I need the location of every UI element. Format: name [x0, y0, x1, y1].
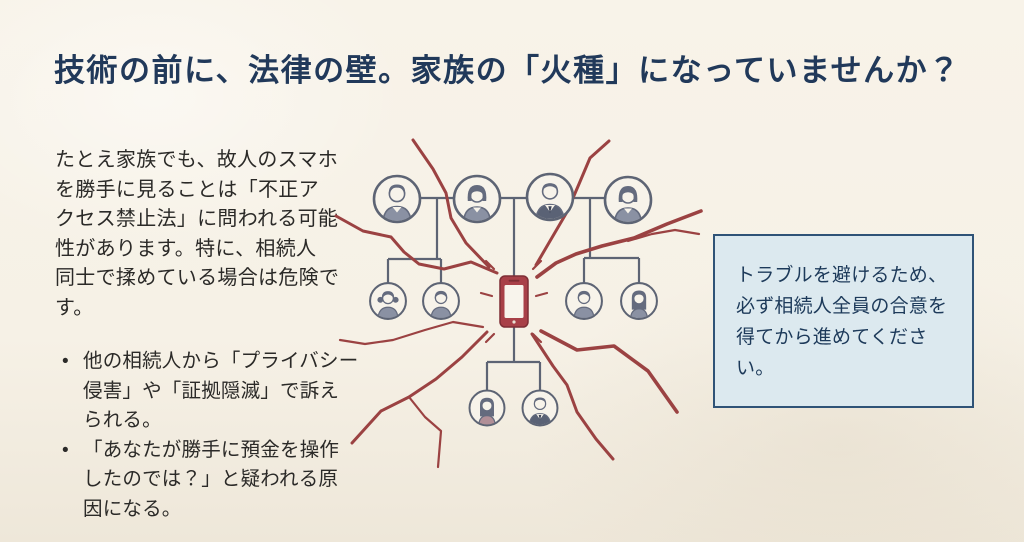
- advice-callout-box: トラブルを避けるため、 必ず相続人全員の合意を 得てから進めてくださ い。: [713, 234, 974, 408]
- bullet-dot-icon: •: [62, 351, 69, 372]
- mother-icon: [603, 175, 653, 225]
- avatars: [369, 172, 658, 427]
- woman-long-hair-icon: [468, 389, 506, 427]
- crack-lines: [334, 138, 703, 469]
- man-suit-icon: [521, 389, 559, 427]
- intro-paragraph: たとえ家族でも、故人のスマホ を勝手に見ることは「不正ア クセス禁止法」に問われ…: [55, 149, 340, 319]
- family-tree-connectors: [386, 196, 641, 391]
- girl-long-hair-icon: [620, 282, 658, 320]
- boy-icon: [422, 282, 460, 320]
- bullet-dot-icon: •: [62, 439, 69, 461]
- list-item: • 他の相続人から「プライバシー 侵害」や「証拠隠滅」で訴え られる。: [55, 347, 385, 436]
- bullet-text: 他の相続人から「プライバシー 侵害」や「証拠隠滅」で訴え られる。: [83, 350, 359, 431]
- elder-woman-icon: [452, 174, 502, 224]
- smartphone-icon: [499, 275, 529, 328]
- page-title: 技術の前に、法律の壁。家族の「火種」になっていませんか？: [54, 53, 961, 88]
- list-item: • 「あなたが勝手に預金を操作 したのでは？」と疑われる原 因になる。: [55, 436, 385, 525]
- bullet-text: 「あなたが勝手に預金を操作 したのでは？」と疑われる原 因になる。: [83, 438, 340, 520]
- boy-icon: [565, 282, 603, 320]
- risk-bullet-list: • 他の相続人から「プライバシー 侵害」や「証拠隠滅」で訴え られる。 • 「あ…: [55, 347, 385, 524]
- spark-lines: [479, 259, 549, 344]
- elder-man-icon: [372, 174, 422, 224]
- father-suit-icon: [525, 172, 575, 222]
